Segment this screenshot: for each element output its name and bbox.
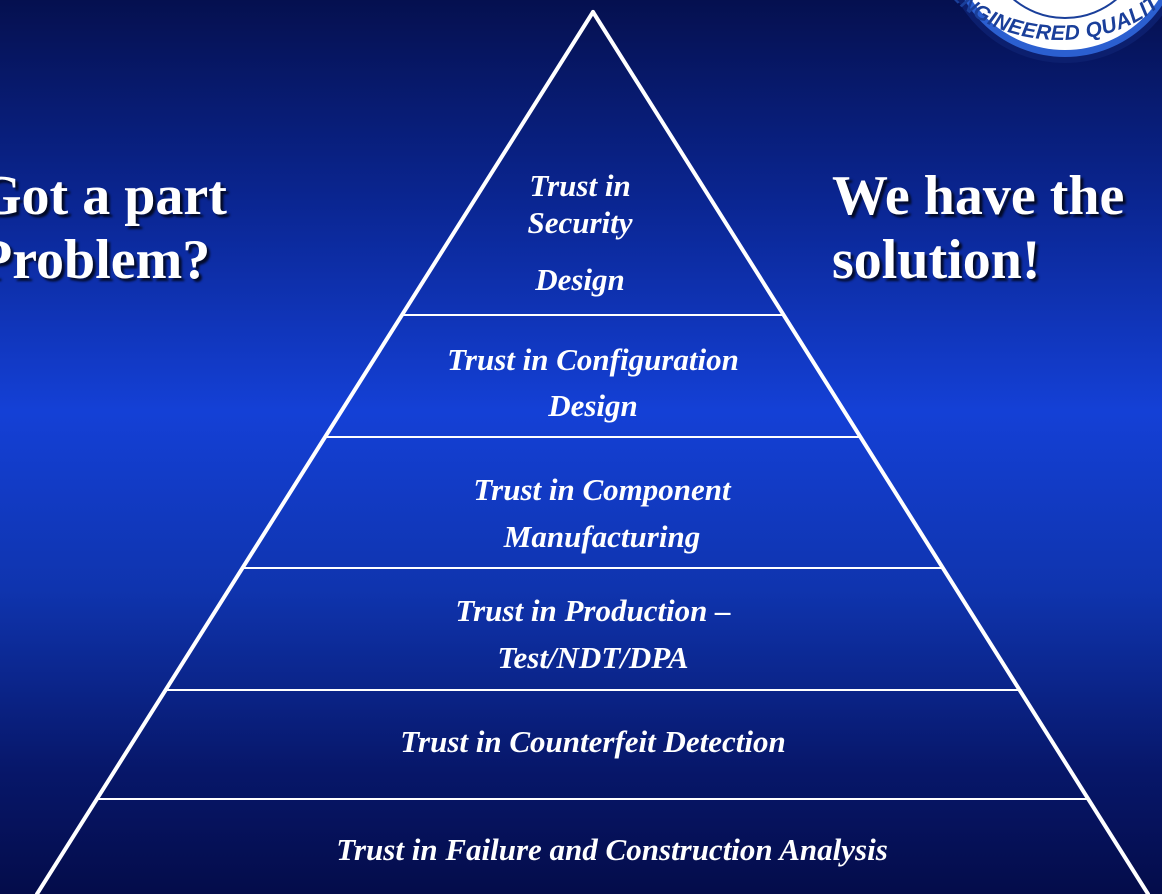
pyramid-left-edge (35, 10, 595, 894)
pyramid-tier-2-line-1: Trust in Configuration (447, 342, 739, 377)
headline-right-line-1: We have the (832, 165, 1125, 227)
pyramid-tier-3-line-1: Trust in Component (473, 472, 732, 507)
pyramid-tier-4-line-1: Trust in Production – (455, 593, 731, 628)
headline-right-line-2: solution! (832, 229, 1041, 291)
headline-left-line-2: Problem? (0, 229, 211, 291)
pyramid-right-edge (591, 10, 1150, 894)
headline-left-line-1: Got a part (0, 165, 227, 227)
pyramid-tier-1-line-3: Design (534, 262, 625, 297)
headline-right: We have the solution! (832, 164, 1124, 292)
pyramid-tier-4-line-2: Test/NDT/DPA (497, 640, 688, 675)
pyramid-outline (35, 10, 1150, 894)
headline-left: Got a part Problem? (0, 164, 227, 292)
pyramid-tier-3-line-2: Manufacturing (503, 519, 700, 554)
pyramid-tier-5-line-1: Trust in Counterfeit Detection (400, 724, 786, 759)
pyramid-tier-2-line-2: Design (547, 388, 638, 423)
pyramid-tier-1-line-1: Trust in (529, 168, 630, 203)
pyramid-tier-6-line-1: Trust in Failure and Construction Analys… (336, 832, 888, 867)
pyramid-tier-1-line-2: Security (527, 205, 632, 240)
